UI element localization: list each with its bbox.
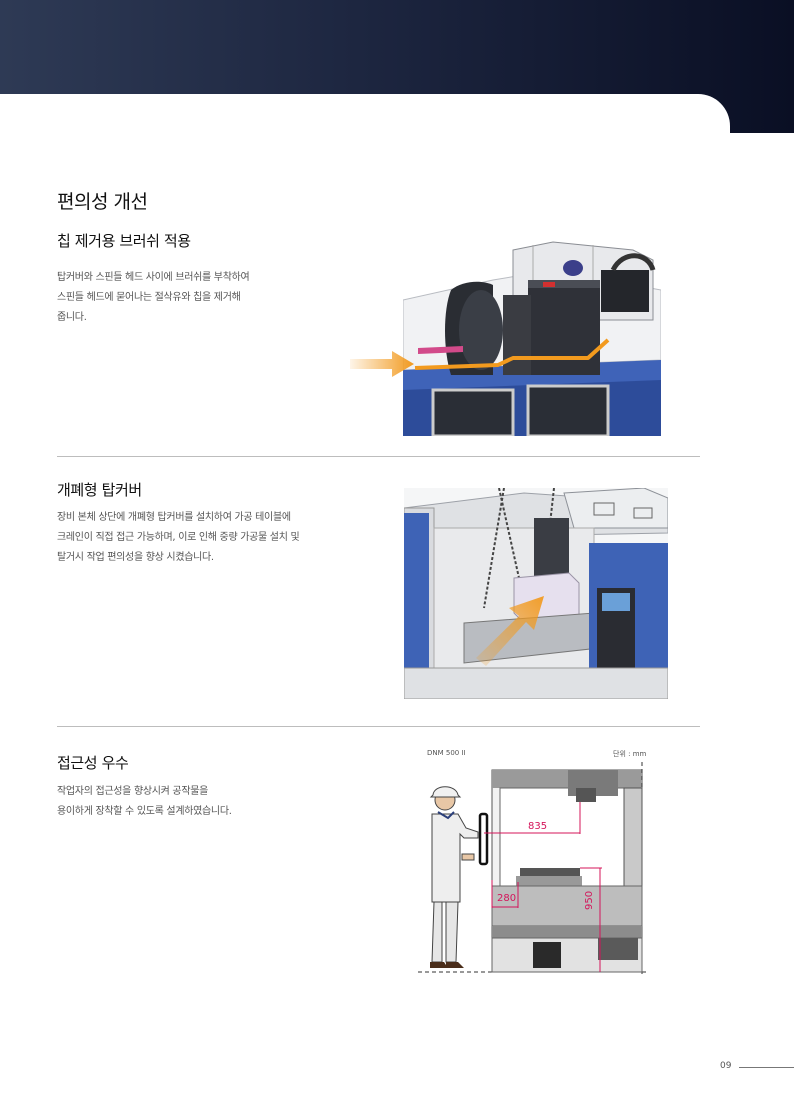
heading-access: 접근성 우수: [57, 754, 129, 772]
diagram-unit-label: 단위 : mm: [613, 750, 647, 758]
arrow-icon: [350, 351, 414, 377]
header-panel: [0, 94, 730, 134]
text-brush: 탑커버와 스핀들 헤드 사이에 브러쉬를 부착하여 스핀들 헤드에 묻어나는 절…: [57, 272, 250, 323]
page-number: 09: [720, 1061, 732, 1071]
access-diagram: [418, 762, 646, 974]
text-top-cover: 장비 본체 상단에 개폐형 탑커버를 설치하여 가공 테이블에 크레인이 직접 …: [57, 512, 300, 563]
page-title: 편의성 개선: [57, 191, 148, 213]
top-cover-figure: [404, 488, 668, 699]
dim-front: 280: [497, 893, 517, 904]
heading-top-cover: 개폐형 탑커버: [57, 481, 142, 499]
dim-reach: 835: [528, 821, 548, 832]
text-access: 작업자의 접근성을 향상시켜 공작물을 용이하게 장착할 수 있도록 설계하였습…: [57, 786, 232, 817]
heading-brush: 칩 제거용 브러쉬 적용: [57, 232, 191, 250]
diagram-model-label: DNM 500 II: [427, 749, 466, 757]
page-number-line: [739, 1067, 794, 1068]
brush-figure: [403, 240, 661, 436]
divider-1: [57, 456, 700, 457]
divider-2: [57, 726, 700, 727]
dim-height: 950: [584, 890, 595, 910]
